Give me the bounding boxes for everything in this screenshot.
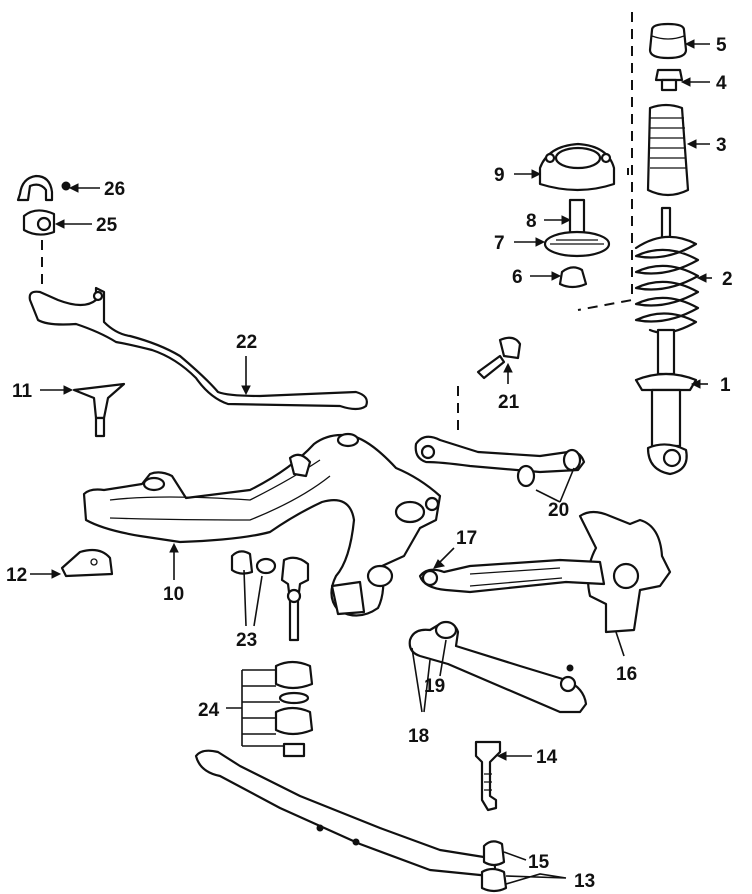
callout-11: 11	[12, 381, 33, 402]
rear-crossmember	[82, 432, 442, 617]
callout-16: 16	[616, 664, 637, 685]
callout-6: 6	[512, 267, 523, 288]
callout-9: 9	[494, 165, 505, 186]
callout-22: 22	[236, 332, 257, 353]
callout-13: 13	[574, 871, 595, 892]
callout-7: 7	[494, 233, 505, 254]
stabilizer-end-link	[280, 556, 310, 642]
bump-stop-nut	[654, 68, 684, 92]
callout-3: 3	[716, 135, 727, 156]
dust-boot	[646, 103, 690, 197]
camber-adjust-bolt	[476, 336, 522, 380]
callout-4: 4	[716, 73, 727, 94]
alignment-bolt	[474, 740, 502, 812]
strut-upper-dashed-guide	[577, 12, 633, 311]
callout-15: 15	[528, 852, 550, 873]
callout-17: 17	[456, 528, 477, 549]
coil-spring	[634, 206, 700, 334]
callout-10: 10	[163, 584, 184, 605]
callout-5: 5	[716, 35, 727, 56]
spring-seat	[543, 230, 611, 258]
callout-18: 18	[408, 726, 429, 747]
bump-stop-cap	[648, 22, 688, 60]
callout-14: 14	[536, 747, 558, 768]
bumper-bushing	[558, 266, 588, 289]
callout-1: 1	[720, 375, 731, 396]
callout-2: 2	[722, 269, 733, 290]
lower-control-arm	[408, 620, 588, 714]
callout-26: 26	[104, 179, 125, 200]
callout-20: 20	[548, 500, 569, 521]
bushing-stack	[274, 660, 314, 758]
callout-21: 21	[498, 392, 520, 413]
strut-mount	[538, 142, 616, 192]
trailing-arm	[194, 749, 497, 878]
stabilizer-bracket	[16, 174, 71, 202]
callout-24: 24	[198, 700, 220, 721]
callout-19: 19	[424, 676, 445, 697]
callout-23: 23	[236, 630, 257, 651]
trailing-arm-bushing-upper	[482, 840, 506, 867]
toe-link-bracket	[72, 382, 126, 438]
callout-labels: 1 2 3 4 5 6 7 8 9 10 11 12 13 14 15 16 1…	[6, 35, 733, 892]
rear-knuckle	[578, 510, 672, 634]
lower-lateral-link	[418, 558, 606, 594]
upper-lateral-link	[414, 435, 586, 488]
stabilizer-bushing	[22, 209, 56, 236]
trailing-arm-bushing-lower	[480, 867, 508, 893]
mount-stud	[568, 198, 586, 238]
shock-absorber	[634, 328, 698, 476]
callout-leader-lines	[30, 39, 712, 885]
crossmember-mount-plate	[60, 548, 114, 578]
callout-12: 12	[6, 565, 27, 586]
end-link-bushings	[230, 550, 277, 575]
stabilizer-bar	[28, 286, 368, 411]
callout-8: 8	[526, 211, 537, 232]
callout-25: 25	[96, 215, 118, 236]
